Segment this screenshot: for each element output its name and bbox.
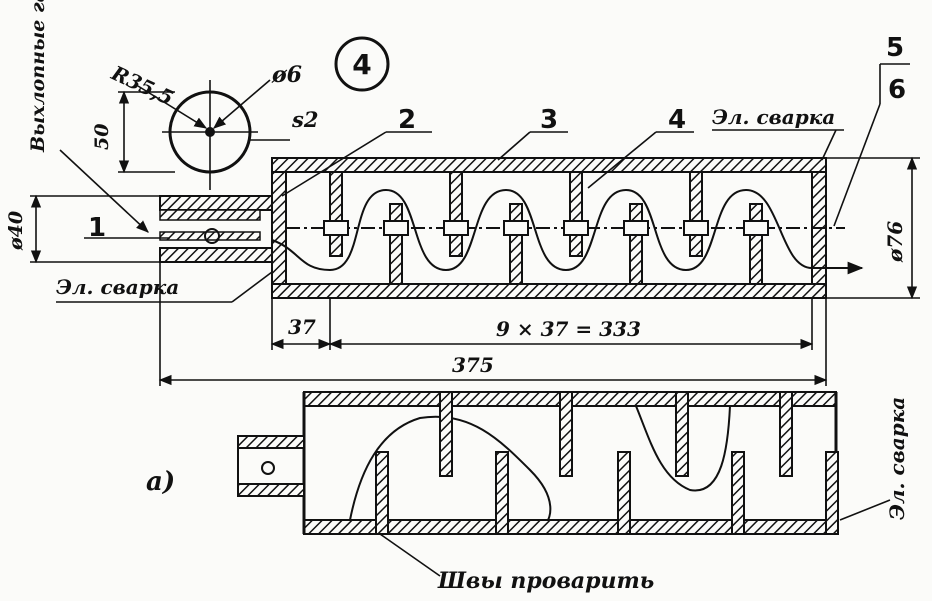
diam-76-label: ø76 (883, 221, 907, 263)
radius-leader (137, 85, 208, 129)
main-section: ø40 ø76 1 2 3 4 5 6 Эл. сварка Эл. сварк… (5, 33, 920, 386)
radius-label: R35,5 (107, 60, 177, 110)
gas-flow-path (271, 188, 864, 275)
weld-right-vertical-label: Эл. сварка (885, 397, 909, 520)
va-cutaway-2 (635, 405, 731, 492)
va-baffle-bottom (825, 451, 839, 535)
inlet-pipe-top-wall (159, 195, 273, 211)
va-baffle-bottom (617, 451, 631, 535)
weld-left-label: Эл. сварка (56, 275, 179, 299)
baffle-bottom (389, 203, 403, 285)
callout-3: 3 (540, 105, 558, 135)
callout-2: 2 (398, 105, 416, 135)
baffle-bottom (629, 203, 643, 285)
va-inlet-bottom (237, 483, 305, 497)
seams-leader (379, 533, 441, 577)
baffle-bottom (509, 203, 523, 285)
rod-nut (683, 220, 709, 236)
va-baffle-bottom (495, 451, 509, 535)
baffle-top (689, 171, 703, 257)
hole-leader (213, 79, 271, 129)
exhaust-arrow (59, 149, 149, 233)
callout-4-leader (587, 131, 657, 189)
weld-left-leader (231, 271, 273, 303)
inlet-pipe-bottom-wall (159, 247, 273, 263)
inner-pipe-top (159, 209, 261, 221)
va-baffle-top (779, 391, 793, 477)
inner-pipe-bottom (159, 231, 261, 241)
callout-3-leader (497, 131, 531, 161)
hole-diam-label: ø6 (271, 62, 302, 88)
va-baffle-bottom (375, 451, 389, 535)
figure-number-circle (334, 36, 390, 92)
bottom-baffles (383, 203, 769, 285)
va-cutaway-1 (349, 415, 552, 521)
top-baffles (323, 171, 709, 257)
rod-nut (563, 220, 589, 236)
weld-right-leader (839, 499, 891, 521)
rod-nut (443, 220, 469, 236)
va-inlet-top (237, 435, 305, 449)
body-left-end (271, 171, 287, 285)
baffle-top (569, 171, 583, 257)
view-a-label: а) (146, 467, 175, 497)
diam-40-label: ø40 (5, 211, 27, 251)
body-top-wall (271, 157, 827, 173)
va-baffle-top (675, 391, 689, 477)
callout-4: 4 (668, 105, 686, 135)
callout-5: 5 (886, 33, 904, 63)
va-baffle-bottom (731, 451, 745, 535)
seams-label: Швы проварить (437, 568, 654, 594)
flange-hole (205, 127, 215, 137)
body-bottom-wall (271, 283, 827, 299)
callout-1: 1 (88, 213, 106, 243)
va-top-baffles (439, 391, 793, 477)
thickness-label: s2 (291, 107, 318, 132)
baffle-top (449, 171, 463, 257)
inlet-hole (204, 228, 220, 244)
exhaust-label: Выхлопные газы (27, 0, 49, 153)
baffle-bottom (749, 203, 763, 285)
va-bottom-baffles (375, 451, 839, 535)
dim-375-label: 375 (452, 353, 494, 377)
rod-nut (623, 220, 649, 236)
va-baffle-top (559, 391, 573, 477)
rod-nut (503, 220, 529, 236)
dim-37-label: 37 (288, 315, 316, 339)
weld-top-leader (821, 129, 837, 161)
dim-333-label: 9 × 37 = 333 (496, 317, 641, 341)
weld-top-label: Эл. сварка (712, 105, 835, 129)
rod-nut (323, 220, 349, 236)
callout-6-leader (833, 103, 881, 227)
height-50-label: 50 (91, 124, 113, 150)
rod-nut (383, 220, 409, 236)
va-baffle-top (439, 391, 453, 477)
figure-number: 4 (352, 48, 371, 81)
rod-nut (743, 220, 769, 236)
baffle-top (329, 171, 343, 257)
callout-2-leader (281, 131, 387, 197)
va-inlet-hole (261, 461, 275, 475)
view-a: а) Эл. сварка Швы проварить (146, 391, 909, 594)
callout-6: 6 (888, 75, 906, 105)
